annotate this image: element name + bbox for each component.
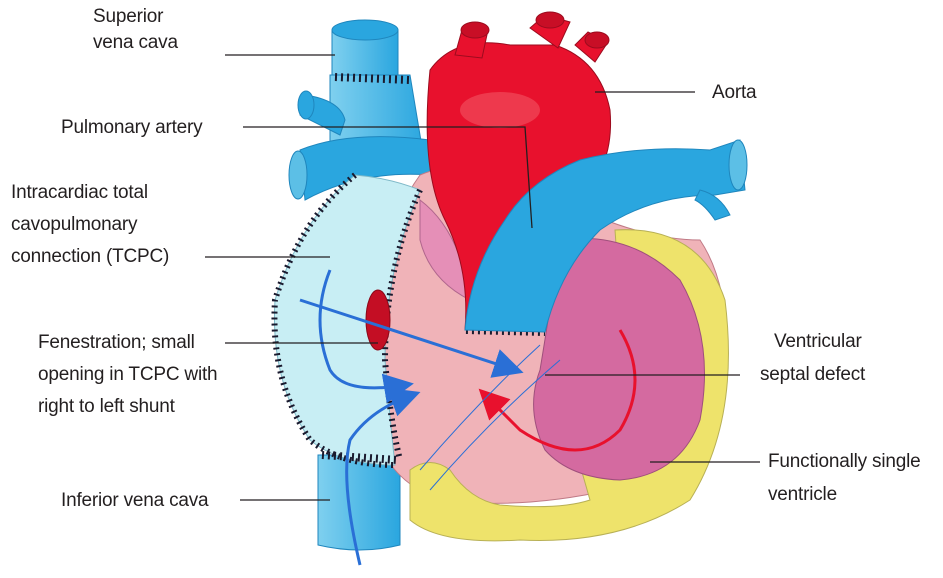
label-single-ventricle-2: ventricle [768, 482, 837, 508]
inferior-vena-cava [318, 455, 400, 550]
svc-opening [332, 20, 398, 40]
label-fenestration-1: Fenestration; small [38, 330, 195, 356]
label-pulmonary-artery: Pulmonary artery [61, 115, 202, 141]
label-superior-vena-cava-2: vena cava [93, 30, 178, 56]
label-single-ventricle-1: Functionally single [768, 449, 921, 475]
label-tcpc-2: cavopulmonary [11, 212, 137, 238]
label-tcpc-1: Intracardiac total [11, 180, 148, 206]
label-fenestration-2: opening in TCPC with [38, 362, 217, 388]
label-superior-vena-cava-1: Superior [93, 4, 163, 30]
label-aorta: Aorta [712, 80, 756, 106]
label-vsd-1: Ventricular [774, 329, 862, 355]
label-fenestration-3: right to left shunt [38, 394, 175, 420]
label-inferior-vena-cava: Inferior vena cava [61, 488, 208, 514]
aorta-highlight [460, 92, 540, 128]
label-tcpc-3: connection (TCPC) [11, 244, 169, 270]
fenestration [366, 290, 390, 350]
label-vsd-2: septal defect [760, 362, 865, 388]
